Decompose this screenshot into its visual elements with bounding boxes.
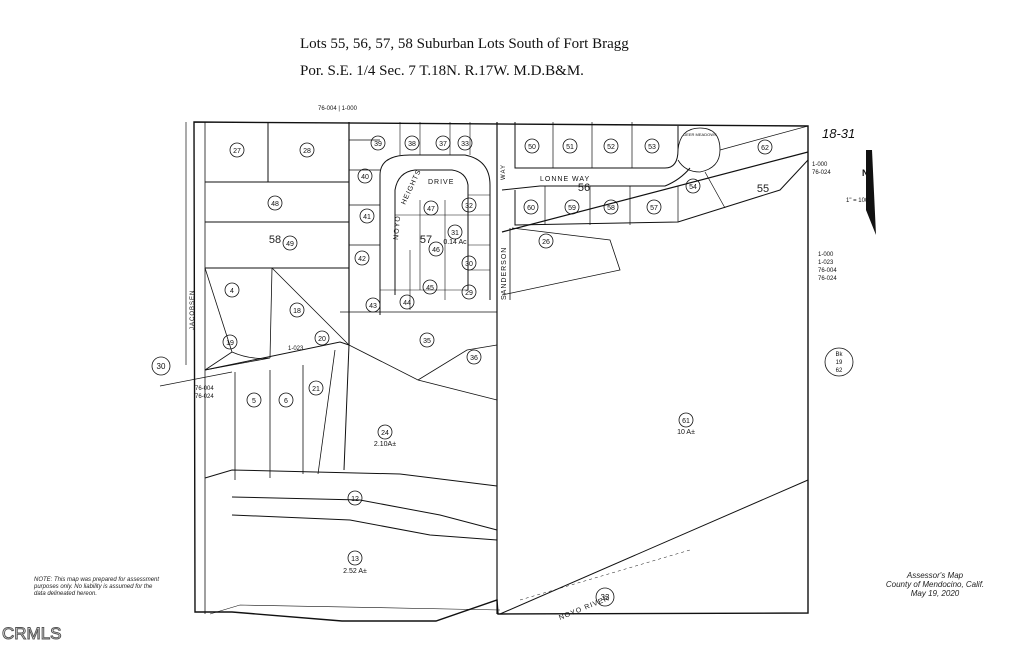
assessor-line-2: County of Mendocino, Calif.	[885, 580, 985, 589]
assessor-stamp: Assessor's Map County of Mendocino, Cali…	[880, 571, 990, 598]
parcel-41: 41	[363, 214, 371, 221]
disclaimer-note: NOTE: This map was prepared for assessme…	[34, 577, 160, 597]
parcel-19: 19	[226, 340, 234, 347]
parcel-49: 49	[286, 241, 294, 248]
parcel-28: 28	[303, 148, 311, 155]
parcel-20: 20	[318, 336, 326, 343]
parcel-13: 13	[351, 556, 359, 563]
book-ref-bk: Bk	[835, 352, 843, 358]
parcel-61: 61	[682, 418, 690, 425]
assessor-line-3: May 19, 2020	[910, 589, 960, 598]
assessor-line-1: Assessor's Map	[906, 571, 964, 580]
parcel-5: 5	[252, 398, 256, 405]
parcel-40: 40	[361, 174, 369, 181]
parcel-24: 24	[381, 430, 389, 437]
parcel-62: 62	[761, 145, 769, 152]
lot-56-label: 56	[578, 182, 590, 194]
parcel-50: 50	[528, 144, 536, 151]
neighbor-parcel-30: 30	[157, 362, 166, 371]
book-ref-page: 62	[836, 368, 843, 374]
north-arrow-icon: N	[862, 150, 876, 235]
drive-label: DRIVE	[428, 179, 454, 186]
parcel-60: 60	[527, 205, 535, 212]
parcel-4: 4	[230, 288, 234, 295]
parcel-53: 53	[648, 144, 656, 151]
lonne-way-label: LONNE WAY	[540, 176, 590, 183]
parcel-21: 21	[312, 386, 320, 393]
right-top-ref-2: 76-024	[812, 170, 831, 176]
parcel-57b: 57	[650, 205, 658, 212]
watermark: CRMLS	[2, 624, 63, 644]
parcel-43: 43	[369, 303, 377, 310]
parcel-31: 31	[451, 230, 459, 237]
parcel-47: 47	[427, 206, 435, 213]
lot-58-label: 58	[269, 234, 281, 246]
noyo-label: NOYO	[393, 215, 402, 240]
left-ref-2: 76-024	[195, 394, 214, 400]
parcel-6: 6	[284, 398, 288, 405]
mid-ref: 1-023	[288, 346, 304, 352]
map-title: Lots 55, 56, 57, 58 Suburban Lots South …	[300, 36, 629, 52]
parcel-45: 45	[426, 285, 434, 292]
sanderson-label: SANDERSON	[501, 247, 508, 300]
parcel-24-area: 2.10A±	[374, 441, 396, 448]
left-ref-1: 76-004	[195, 386, 214, 392]
parcel-48: 48	[271, 201, 279, 208]
parcel-44: 44	[403, 300, 411, 307]
noyo-river-label: NOYO RIVER	[558, 595, 611, 622]
parcel-13-area: 2.52 A±	[343, 568, 367, 575]
parcel-61-area: 10 A±	[677, 429, 695, 436]
way-label: WAY	[501, 164, 507, 180]
parcel-27: 27	[233, 148, 241, 155]
parcel-29: 29	[465, 290, 473, 297]
parcel-35: 35	[423, 338, 431, 345]
north-label: N	[862, 168, 869, 178]
parcel-31-area: 0.14 Ac	[443, 239, 467, 246]
parcel-12: 12	[351, 496, 359, 503]
neighbor-parcel-33: 33	[601, 593, 610, 602]
right-ref-1: 1-000	[818, 252, 834, 258]
book-page-number: 18-31	[822, 126, 855, 141]
lot-57-label: 57	[420, 234, 432, 246]
parcel-58b: 58	[607, 205, 615, 212]
parcel-32: 32	[465, 203, 473, 210]
parcel-36: 36	[470, 355, 478, 362]
right-ref-3: 76-004	[818, 268, 837, 274]
parcel-42: 42	[358, 256, 366, 263]
parcel-18: 18	[293, 308, 301, 315]
parcel-54: 54	[689, 184, 697, 191]
book-ref-badge: Bk 19 62	[824, 347, 854, 377]
parcel-59: 59	[568, 205, 576, 212]
parcel-38: 38	[408, 141, 416, 148]
map-subtitle: Por. S.E. 1/4 Sec. 7 T.18N. R.17W. M.D.B…	[300, 63, 584, 79]
scale-label: 1" = 100'	[846, 198, 869, 204]
parcel-46: 46	[432, 247, 440, 254]
right-ref-2: 1-023	[818, 260, 834, 266]
deer-meadows-label: DEER MEADOWS	[683, 132, 717, 137]
top-parcel-ref: 76-004 | 1-000	[318, 106, 358, 112]
parcel-51: 51	[566, 144, 574, 151]
outer-boundary	[193, 121, 809, 622]
parcel-30: 30	[465, 261, 473, 268]
right-top-ref-1: 1-000	[812, 162, 828, 168]
parcel-37: 37	[439, 141, 447, 148]
parcel-39: 39	[374, 141, 382, 148]
parcel-52: 52	[607, 144, 615, 151]
parcel-33: 33	[461, 141, 469, 148]
lot-55-label: 55	[757, 183, 769, 195]
parcel-26: 26	[542, 239, 550, 246]
jacobsen-label: JACOBSEN	[190, 290, 196, 330]
right-ref-4: 76-024	[818, 276, 837, 282]
book-ref-num: 19	[836, 360, 843, 366]
